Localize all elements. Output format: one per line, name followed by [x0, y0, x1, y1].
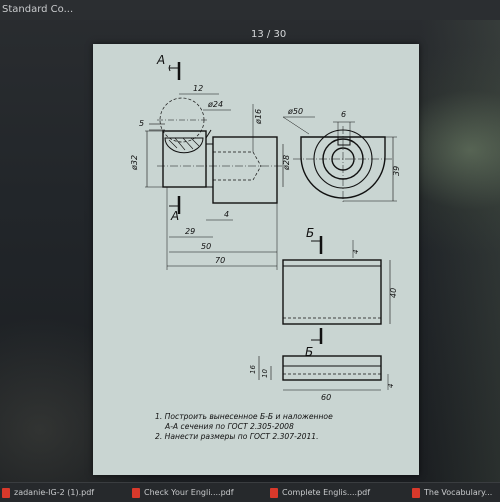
- dim-5: 5: [139, 119, 144, 128]
- dim-4b: 4: [352, 250, 360, 254]
- section-mark-a-top: A: [156, 53, 165, 67]
- dim-60: 60: [321, 393, 331, 402]
- download-bar: zadanie-IG-2 (1).pdf Check Your Engli...…: [0, 482, 500, 502]
- dim-29: 29: [185, 227, 195, 236]
- dim-50-length: 50: [201, 242, 211, 251]
- download-item[interactable]: zadanie-IG-2 (1).pdf: [2, 486, 94, 499]
- pdf-file-icon: [132, 487, 140, 498]
- pdf-file-icon: [2, 487, 10, 498]
- section-mark-b-bottom: Б: [305, 345, 313, 359]
- dim-4a: 4: [224, 210, 229, 219]
- dim-39: 39: [392, 166, 401, 176]
- background-plant-reflection: [420, 20, 500, 482]
- dim-16-thickness: 16: [249, 365, 257, 374]
- dim-10: 10: [261, 369, 269, 378]
- dim-d50: ø50: [287, 107, 303, 116]
- dim-d16: ø16: [254, 109, 263, 125]
- document-title: Standard Co...: [2, 4, 74, 15]
- technical-drawing: A 12 ø24 5 ø32: [130, 53, 401, 441]
- section-mark-b-top: Б: [306, 226, 314, 240]
- note-line-2: А-А сечения по ГОСТ 2.305-2008: [164, 422, 294, 431]
- note-line-3: 2. Нанести размеры по ГОСТ 2.307-2011.: [155, 432, 319, 441]
- dim-70: 70: [215, 256, 225, 265]
- download-item-label: The Vocabulary...: [424, 488, 493, 497]
- download-item[interactable]: Check Your Engli....pdf: [132, 486, 234, 499]
- dim-d24: ø24: [207, 100, 223, 109]
- download-item-label: Check Your Engli....pdf: [144, 488, 234, 497]
- dim-d32: ø32: [130, 155, 139, 171]
- pdf-file-icon: [412, 487, 420, 498]
- download-item-label: Complete Englis....pdf: [282, 488, 371, 497]
- dim-12: 12: [193, 84, 203, 93]
- dim-6: 6: [341, 110, 346, 119]
- page-counter: 13 / 30: [251, 29, 287, 40]
- pdf-page[interactable]: A 12 ø24 5 ø32: [93, 44, 419, 475]
- download-item-label: zadanie-IG-2 (1).pdf: [14, 488, 95, 497]
- download-item[interactable]: The Vocabulary...: [412, 486, 492, 499]
- dim-d28: ø28: [282, 155, 291, 171]
- note-line-1: 1. Построить вынесенное Б-Б и наложенное: [155, 412, 333, 421]
- download-item[interactable]: Complete Englis....pdf: [270, 486, 370, 499]
- dim-4c: 4: [387, 384, 395, 388]
- viewer-titlebar: Standard Co...: [0, 0, 500, 20]
- section-mark-a-bottom: A: [170, 209, 179, 223]
- pdf-file-icon: [270, 487, 278, 498]
- dim-40: 40: [389, 288, 398, 298]
